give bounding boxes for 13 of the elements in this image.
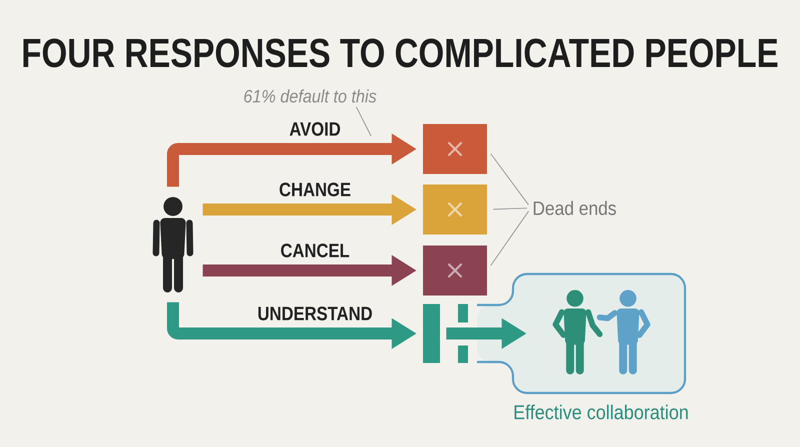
leader-line [492, 208, 528, 210]
title: FOUR RESPONSES TO COMPLICATED PEOPLE [23, 38, 778, 68]
panel-caption: Effective collaboration [514, 404, 688, 420]
note-text: 61% default to this [244, 89, 376, 103]
edge-label: CANCEL [281, 244, 350, 258]
leader-line [490, 210, 529, 266]
edge-label: UNDERSTAND [258, 306, 372, 320]
leader-line [356, 106, 372, 136]
edge-label: CHANGE [280, 182, 350, 196]
leader-line [490, 153, 529, 206]
edge-label: AVOID [290, 122, 340, 136]
note-text: Dead ends [534, 200, 616, 216]
person-figure [152, 197, 194, 292]
